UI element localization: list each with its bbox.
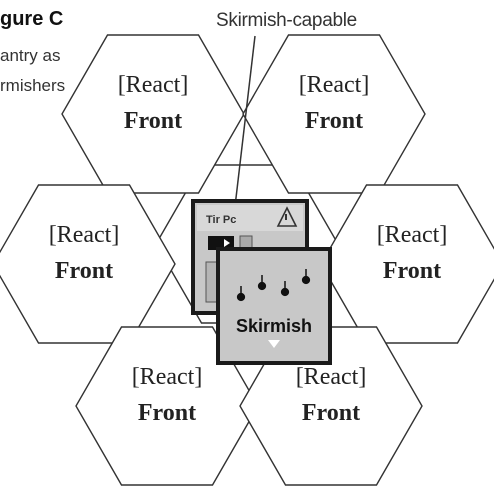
- back-counter-label: Tir Pc: [206, 214, 236, 226]
- hex-label-facing: Front: [55, 258, 113, 284]
- hex-mid-left: [React] Front: [0, 184, 176, 344]
- hex-label-facing: Front: [138, 400, 196, 426]
- hex-label-facing: Front: [383, 258, 441, 284]
- caption-line-1: antry as: [0, 46, 61, 65]
- hex-label-order: [React]: [118, 72, 189, 98]
- arrow-right-icon: [212, 239, 230, 247]
- hex-bottom-right: [React] Front: [239, 326, 423, 486]
- hex-outline: [239, 326, 423, 486]
- skirmish-counter: Skirmish: [216, 247, 332, 365]
- unit-type-icon: [208, 236, 234, 250]
- hex-outline: [75, 326, 259, 486]
- warning-icon-mark: [285, 214, 287, 220]
- hex-label-facing: Front: [124, 108, 182, 134]
- skirmish-callout-label: Skirmish-capable: [216, 10, 357, 31]
- hex-layer: [React]Front[React]Front[React]Front[Rea…: [0, 34, 494, 486]
- warning-icon: [276, 206, 298, 227]
- hex-label-facing: Front: [305, 108, 363, 134]
- chevron-down-icon: [268, 340, 280, 348]
- hex-label-order: [React]: [377, 222, 448, 248]
- figure-title: gure C: [0, 8, 64, 30]
- caption-line-2: rmishers: [0, 76, 66, 95]
- hex-label-order: [React]: [296, 364, 367, 390]
- skirmish-counter-label: Skirmish: [236, 316, 312, 336]
- hex-label-order: [React]: [132, 364, 203, 390]
- skirmisher-figures-icon: [236, 269, 311, 302]
- hex-label-facing: Front: [302, 400, 360, 426]
- hex-mid-right: [React] Front: [320, 184, 494, 344]
- hex-label-order: [React]: [49, 222, 120, 248]
- hex-label-order: [React]: [299, 72, 370, 98]
- hex-outline: [61, 34, 245, 194]
- hex-bottom-left: [React] Front: [75, 326, 259, 486]
- hex-top-left: [React] Front: [61, 34, 245, 194]
- hex-top-right: [React] Front: [242, 34, 426, 194]
